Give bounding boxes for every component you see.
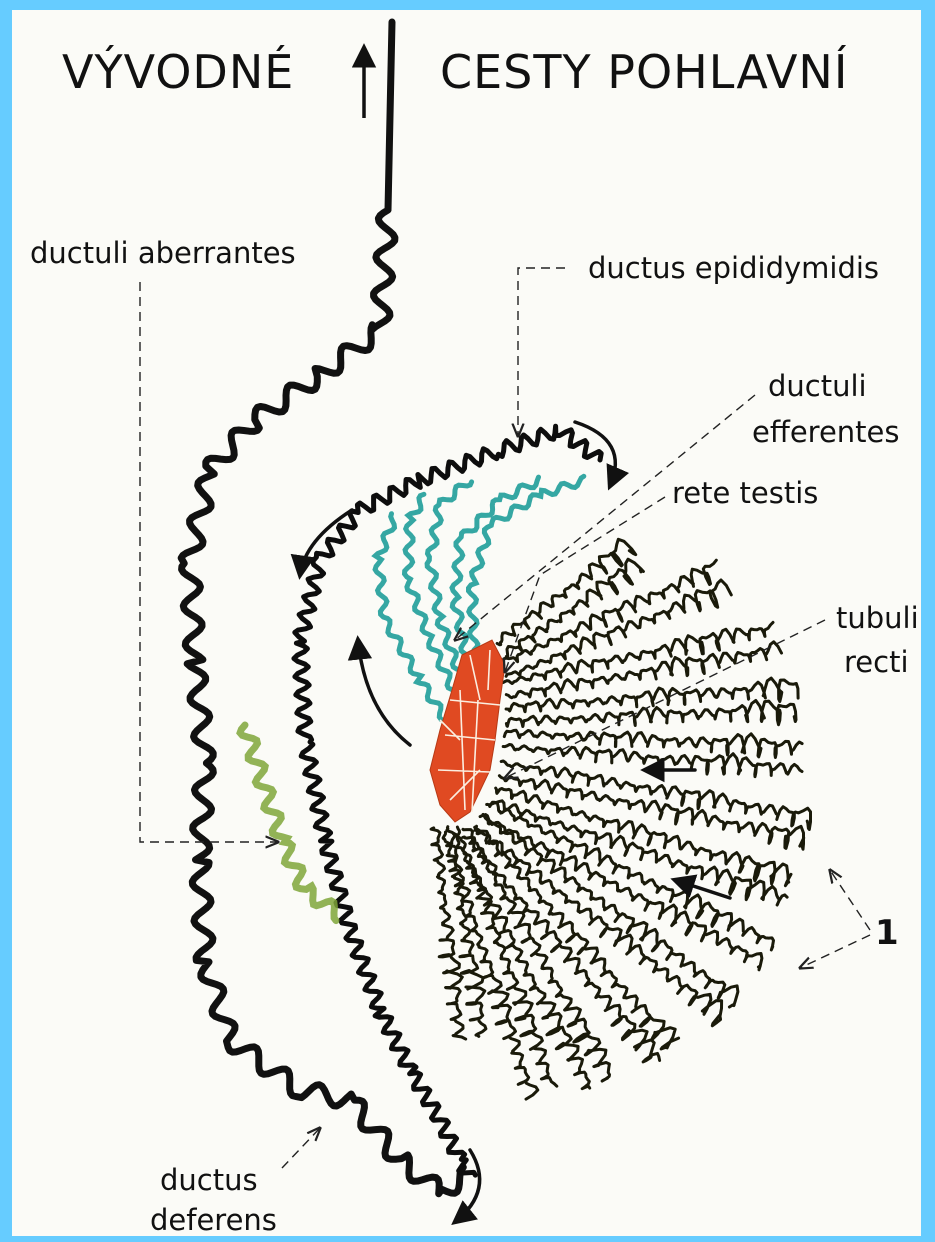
leader-number-1-lower bbox=[800, 935, 870, 968]
seminiferous-tubule bbox=[506, 678, 798, 712]
label-number-1: 1 bbox=[875, 913, 899, 953]
label-ductuli-aberrantes: ductuli aberrantes bbox=[30, 236, 296, 270]
leader-rete-testis bbox=[505, 497, 665, 672]
leader-number-1-upper bbox=[830, 870, 870, 930]
flow-arrow-tubule-2 bbox=[675, 880, 730, 898]
title-right: CESTY POHLAVNÍ bbox=[440, 45, 848, 99]
title-left: VÝVODNÉ bbox=[62, 45, 294, 99]
leader-ductus-epididymidis bbox=[518, 268, 565, 436]
seminiferous-tubule bbox=[431, 828, 466, 1039]
label-ductuli-efferentes-1: ductuli bbox=[768, 369, 867, 403]
label-ductuli-efferentes-2: efferentes bbox=[752, 415, 900, 449]
seminiferous-tubule bbox=[506, 701, 796, 727]
label-tubuli-recti-1: tubuli bbox=[836, 601, 919, 635]
ductus-deferens-duct bbox=[181, 22, 463, 1194]
label-tubuli-recti-2: recti bbox=[844, 645, 909, 679]
label-rete-testis: rete testis bbox=[672, 476, 818, 510]
seminiferous-tubules-group bbox=[431, 539, 810, 1099]
leader-ductus-deferens bbox=[282, 1128, 320, 1168]
ductulus-efferens bbox=[375, 514, 453, 730]
label-ductus-deferens-1: ductus bbox=[160, 1163, 258, 1197]
label-ductus-epididymidis: ductus epididymidis bbox=[588, 251, 879, 285]
label-ductus-deferens-2: deferens bbox=[150, 1203, 277, 1237]
